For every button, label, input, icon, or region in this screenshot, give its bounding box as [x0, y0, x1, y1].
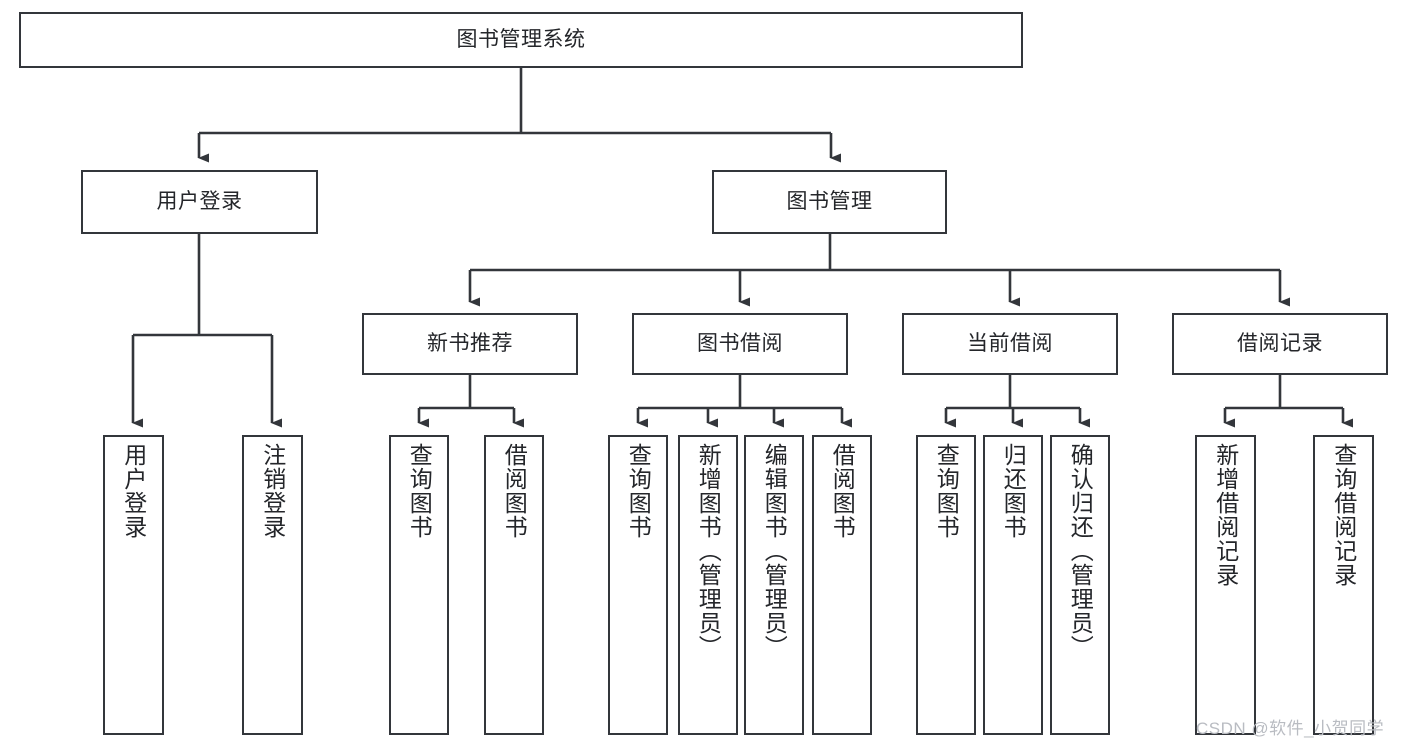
node-borrow-record-label: 借阅记录 — [1237, 332, 1323, 356]
node-leaf-add-book-admin[interactable]: 新增图书（管理员） — [678, 435, 738, 735]
node-leaf-confirm-return-admin-label: 确认归还（管理员） — [1067, 443, 1094, 659]
node-user-login-label: 用户登录 — [156, 190, 243, 214]
node-leaf-query-borrow-record[interactable]: 查询借阅记录 — [1313, 435, 1374, 735]
node-book-borrow-label: 图书借阅 — [697, 332, 783, 356]
node-user-login[interactable]: 用户登录 — [81, 170, 318, 234]
node-root[interactable]: 图书管理系统 — [19, 12, 1023, 68]
node-current-borrow-label: 当前借阅 — [967, 332, 1053, 356]
node-leaf-add-borrow-record[interactable]: 新增借阅记录 — [1195, 435, 1256, 735]
node-book-borrow[interactable]: 图书借阅 — [632, 313, 848, 375]
node-leaf-borrow-book[interactable]: 借阅图书 — [812, 435, 872, 735]
node-leaf-borrow-book-newbook[interactable]: 借阅图书 — [484, 435, 544, 735]
node-leaf-user-login[interactable]: 用户登录 — [103, 435, 164, 735]
node-leaf-return-book-label: 归还图书 — [1000, 443, 1027, 539]
node-leaf-borrow-book-newbook-label: 借阅图书 — [501, 443, 528, 539]
node-new-book-recommend[interactable]: 新书推荐 — [362, 313, 578, 375]
node-leaf-query-book-current[interactable]: 查询图书 — [916, 435, 976, 735]
node-leaf-query-book-current-label: 查询图书 — [933, 443, 960, 539]
node-borrow-record[interactable]: 借阅记录 — [1172, 313, 1388, 375]
node-book-management[interactable]: 图书管理 — [712, 170, 947, 234]
node-leaf-query-borrow-record-label: 查询借阅记录 — [1330, 443, 1357, 587]
node-leaf-edit-book-admin[interactable]: 编辑图书（管理员） — [744, 435, 804, 735]
node-new-book-recommend-label: 新书推荐 — [427, 332, 513, 356]
node-leaf-logout-label: 注销登录 — [259, 443, 286, 539]
node-leaf-return-book[interactable]: 归还图书 — [983, 435, 1043, 735]
node-leaf-edit-book-admin-label: 编辑图书（管理员） — [761, 443, 788, 659]
node-leaf-confirm-return-admin[interactable]: 确认归还（管理员） — [1050, 435, 1110, 735]
node-leaf-query-book-borrow[interactable]: 查询图书 — [608, 435, 668, 735]
node-leaf-borrow-book-label: 借阅图书 — [829, 443, 856, 539]
node-root-label: 图书管理系统 — [456, 28, 586, 52]
node-current-borrow[interactable]: 当前借阅 — [902, 313, 1118, 375]
csdn-watermark: CSDN @软件_小贺同学 — [1196, 719, 1385, 738]
node-leaf-add-book-admin-label: 新增图书（管理员） — [695, 443, 722, 659]
node-book-management-label: 图书管理 — [786, 190, 873, 214]
node-leaf-query-book-newbook-label: 查询图书 — [406, 443, 433, 539]
node-leaf-query-book-newbook[interactable]: 查询图书 — [389, 435, 449, 735]
node-leaf-query-book-borrow-label: 查询图书 — [625, 443, 652, 539]
node-leaf-add-borrow-record-label: 新增借阅记录 — [1212, 443, 1239, 587]
node-leaf-logout[interactable]: 注销登录 — [242, 435, 303, 735]
node-leaf-user-login-label: 用户登录 — [120, 443, 147, 539]
